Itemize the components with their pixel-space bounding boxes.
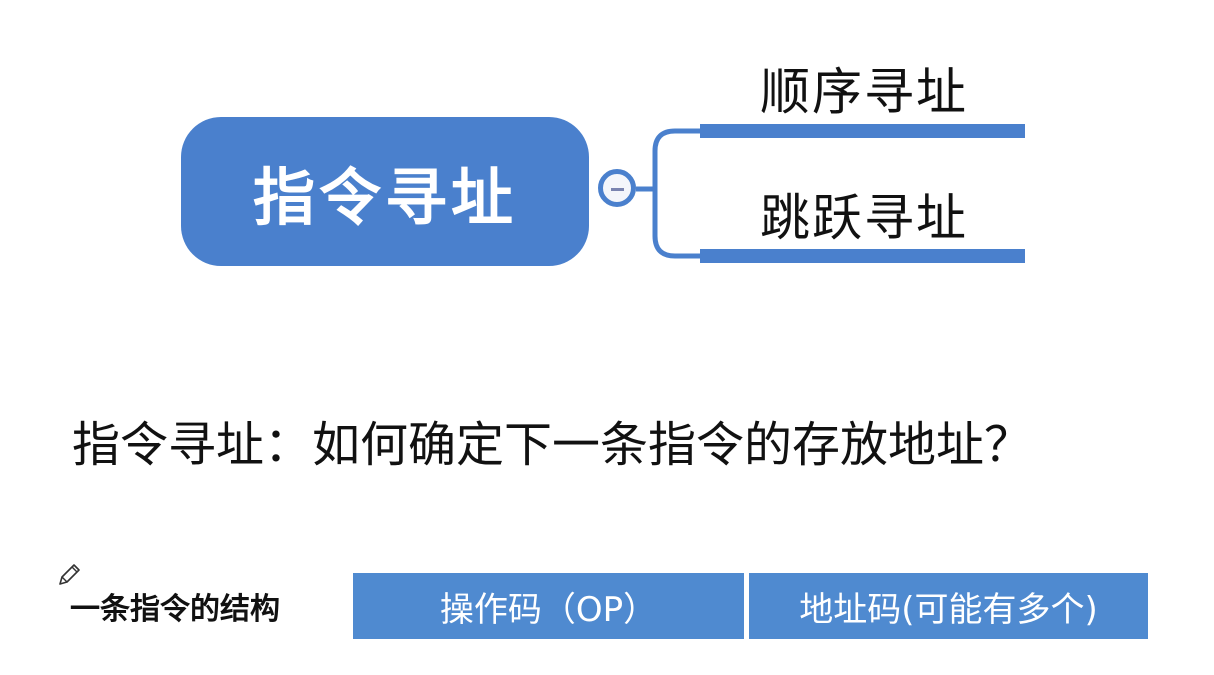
root-node-label: 指令寻址 — [252, 160, 517, 234]
opcode-field: 操作码（OP） — [353, 573, 744, 639]
address-field-label: 地址码(可能有多个) — [799, 589, 1098, 630]
root-node[interactable]: 指令寻址 — [181, 117, 589, 266]
pencil-icon — [59, 564, 80, 585]
child-node-jump[interactable]: 跳跃寻址 — [760, 178, 968, 250]
bracket-line — [652, 128, 700, 259]
instruction-structure-label: 一条指令的结构 — [70, 592, 280, 627]
child-node-label: 顺序寻址 — [760, 63, 968, 121]
child-bar-2 — [700, 249, 1025, 263]
child-node-label: 跳跃寻址 — [760, 189, 968, 247]
child-bar-1 — [700, 124, 1025, 138]
question-text: 指令寻址：如何确定下一条指令的存放地址？ — [72, 417, 1033, 473]
opcode-field-label: 操作码（OP） — [439, 589, 658, 630]
collapse-toggle-button[interactable] — [598, 169, 636, 207]
child-node-sequential[interactable]: 顺序寻址 — [760, 52, 968, 124]
address-field: 地址码(可能有多个) — [749, 573, 1148, 639]
minus-icon — [611, 188, 624, 191]
